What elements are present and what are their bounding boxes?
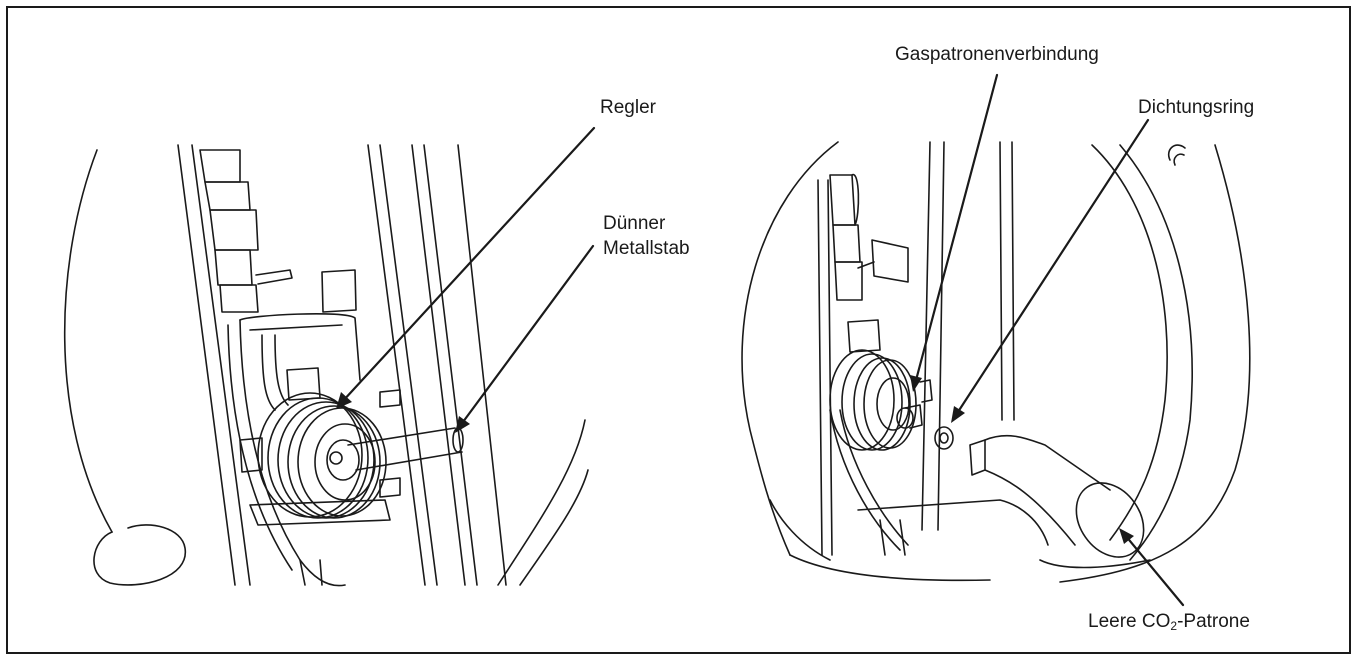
- left-panel-drawing: [63, 144, 589, 587]
- label-leere-subscript: 2: [1170, 619, 1178, 633]
- label-regler: Regler: [600, 97, 656, 118]
- label-leere-co2-patrone: Leere CO2-Patrone: [1088, 610, 1250, 634]
- arrow-metallstab: [458, 244, 595, 428]
- label-leere-suffix: -Patrone: [1177, 611, 1250, 632]
- right-panel-drawing: [741, 141, 1251, 583]
- arrow-gaspatronen: [913, 73, 999, 386]
- label-gaspatronenverbindung: Gaspatronenverbindung: [895, 44, 1099, 65]
- arrow-dichtungsring: [954, 118, 1150, 417]
- label-duenner-line2: Metallstab: [603, 238, 690, 259]
- label-leere-prefix: Leere CO: [1088, 611, 1171, 632]
- callout-arrows: [336, 73, 1185, 607]
- arrow-regler: [340, 126, 596, 404]
- label-dichtungsring: Dichtungsring: [1138, 97, 1255, 118]
- label-duenner-line1: Dünner: [603, 213, 666, 234]
- arrow-co2-patrone: [1123, 533, 1185, 607]
